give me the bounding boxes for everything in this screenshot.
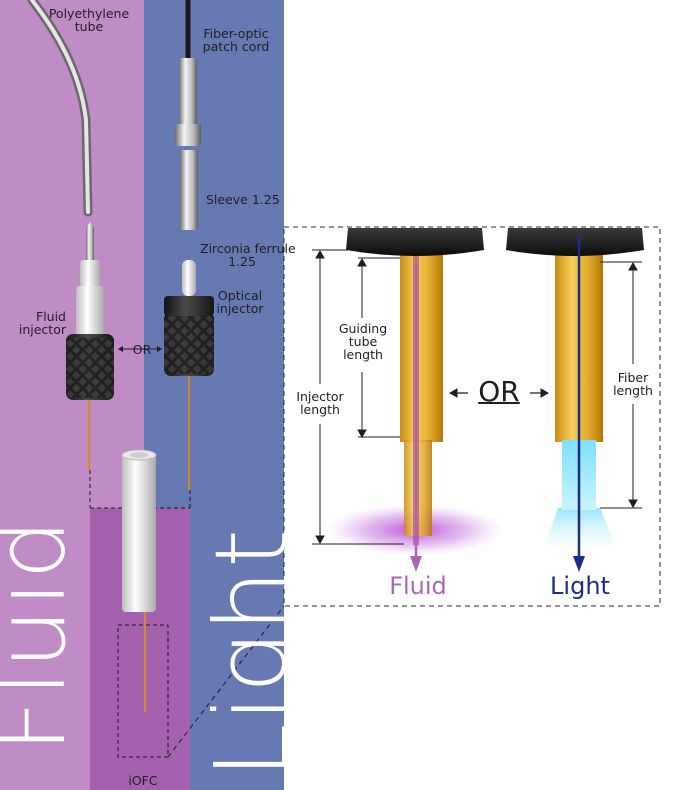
or-small-arrow	[118, 346, 162, 352]
label-or-big: OR	[478, 375, 520, 408]
label-light-output: Light	[550, 572, 610, 600]
fluid-output-arrow	[410, 262, 422, 572]
fiber-optic-patch-cord	[175, 0, 201, 146]
fiber-length-dimension	[600, 261, 642, 509]
label-or-small: OR	[132, 342, 152, 357]
label-optical-injector: Optical injector	[216, 288, 264, 316]
injector-length-dimension	[312, 249, 404, 545]
guiding-tube-dimension	[357, 257, 400, 439]
label-fiber-patch-cord: Fiber-optic patch cord	[202, 26, 270, 54]
sleeve-part	[180, 150, 198, 230]
or-big-arrow	[448, 388, 550, 398]
label-sleeve: Sleeve 1.25	[206, 192, 280, 207]
side-label-light: Light	[193, 527, 310, 779]
polyethylene-tube	[27, 0, 93, 217]
label-zirconia-ferrule: Zirconia ferrule 1.25	[200, 241, 296, 269]
label-injector-length: Injector length	[296, 389, 344, 417]
iofc-implant	[121, 449, 157, 712]
zirconia-ferrule-part	[182, 260, 196, 296]
label-fluid-output: Fluid	[389, 572, 447, 600]
label-polyethylene-tube: Polyethylene tube	[48, 6, 130, 34]
label-fluid-injector: Fluid injector	[18, 309, 66, 337]
fluid-cannula-tip	[86, 222, 94, 262]
label-iofc: iOFC	[128, 773, 158, 788]
fluid-injector-part	[66, 260, 114, 470]
iofc-zoom-box	[117, 624, 169, 758]
side-label-fluid: Fluid	[0, 517, 87, 753]
light-output-arrow	[573, 236, 585, 572]
label-guiding-tube-length: Guiding tube length	[338, 321, 388, 362]
zoom-connector	[167, 605, 285, 758]
optical-injector-part	[164, 296, 214, 490]
label-fiber-length: Fiber length	[613, 370, 653, 398]
